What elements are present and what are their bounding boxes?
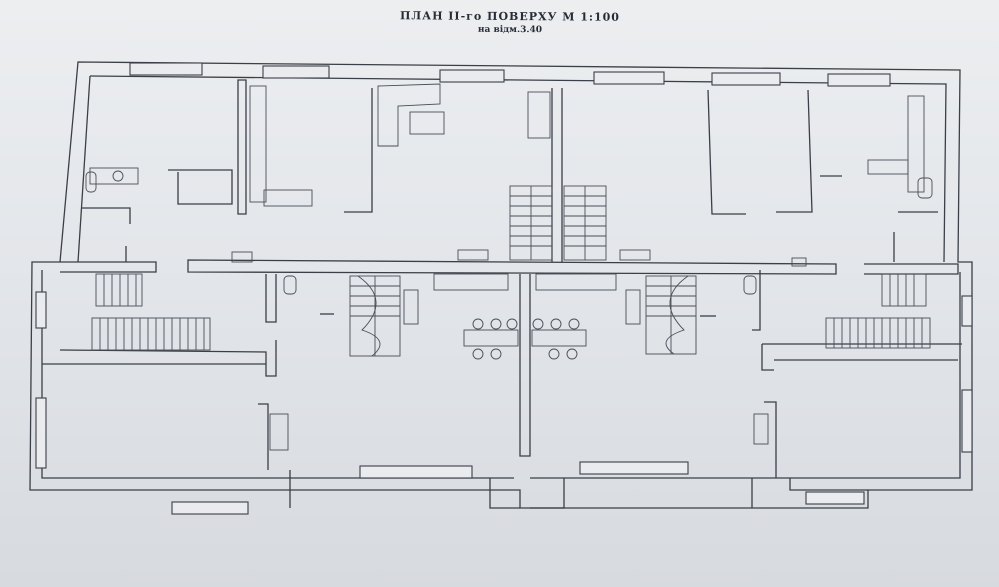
interior-walls (42, 79, 962, 509)
furniture (85, 83, 933, 451)
staircases (91, 185, 931, 357)
windows (35, 62, 973, 515)
outer-walls (29, 61, 973, 509)
